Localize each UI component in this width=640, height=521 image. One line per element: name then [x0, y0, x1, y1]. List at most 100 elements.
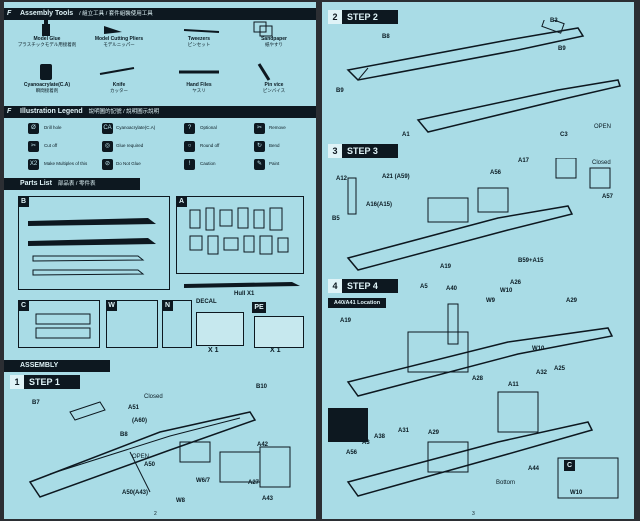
part-a51: A51 [128, 405, 140, 411]
step-4-diagram [328, 303, 619, 499]
part-a12: A12 [336, 176, 348, 182]
part-a44: A44 [528, 466, 540, 472]
legend-title: Illustration Legend [20, 108, 83, 115]
part-b3: B3 [550, 18, 558, 24]
part-a29: A29 [566, 298, 578, 304]
step-4-label: STEP 4 [347, 281, 378, 291]
sprue-c-callout: C [564, 460, 575, 471]
part-a31: A31 [398, 428, 410, 434]
paint-icon: ✎ [254, 159, 265, 170]
optional-icon: ? [184, 123, 195, 134]
tool-cyanoacrylate: Cyanoacrylate(C.A)瞬間接着剤 [23, 82, 71, 93]
sprue-w-frame [106, 300, 158, 348]
sprue-a-parts [189, 207, 289, 255]
caution-icon: ! [184, 159, 195, 170]
legend-drill-hole: Drill hole [44, 125, 62, 130]
decal-sheet [196, 312, 244, 346]
sprue-n-frame [162, 300, 192, 348]
sprue-n-label: N [162, 300, 173, 311]
part-w10-c: W10 [570, 490, 583, 496]
part-c3: C3 [560, 132, 568, 138]
assembly-title: ASSEMBLY [20, 362, 59, 369]
part-b59-a15: B59+A15 [518, 258, 544, 264]
remove-icon: ✂ [254, 123, 265, 134]
part-a3: A3 [362, 440, 370, 446]
sprue-a-frame [176, 196, 304, 274]
sprue-c-frame [18, 300, 100, 348]
legend-glue-required: Glue required [116, 143, 144, 148]
sprue-b-label: B [18, 196, 29, 207]
legend-subtitle: 說明圖的記號 / 說明圖示說明 [88, 109, 160, 115]
brand-logo-icon: F [7, 10, 12, 17]
sprue-b-parts [28, 218, 156, 276]
part-b9-b: B9 [558, 46, 566, 52]
tool-illustrations [40, 20, 273, 81]
step-1-diagram [28, 401, 291, 498]
part-a29-step4: A29 [428, 430, 440, 436]
part-a56: A56 [490, 170, 502, 176]
brand-logo-icon: F [7, 108, 12, 115]
part-a57: A57 [602, 194, 614, 200]
hull-drawing [184, 282, 300, 288]
callout-open: OPEN [132, 454, 150, 460]
part-a26: A26 [510, 280, 522, 286]
assembly-tools-title: Assembly Tools [20, 10, 74, 17]
part-b5: B5 [332, 216, 340, 222]
part-w8: W8 [176, 498, 185, 504]
multiples-icon: X2 [28, 159, 39, 170]
round-off-icon: ○ [184, 141, 195, 152]
assembly-header: ASSEMBLY [4, 360, 110, 372]
hull-quantity: Hull X1 [234, 291, 255, 297]
callout-bottom: Bottom [496, 480, 516, 486]
part-a19-step4: A19 [340, 318, 352, 324]
legend-remove: Remove [269, 125, 286, 130]
part-a38: A38 [374, 434, 386, 440]
page-number-left: 2 [154, 511, 157, 517]
legend-do-not-glue: Do Not Glue [116, 161, 141, 166]
legend-cut-off: Cut off [44, 143, 58, 148]
part-b8-step2: B8 [382, 34, 390, 40]
decal-label: DECAL [196, 299, 217, 305]
part-a19: A19 [440, 264, 452, 270]
bend-icon: ↻ [254, 141, 265, 152]
part-w10-b: W10 [532, 346, 545, 352]
callout-open-step3: OPEN [594, 124, 612, 130]
legend-optional: Optional [200, 125, 217, 130]
legend-round-off: Round off [200, 143, 220, 148]
step-2-number: 2 [328, 10, 342, 24]
step-4-header: 4 STEP 4 [328, 279, 398, 293]
parts-list-header: Parts List 部品表 / 零件表 [4, 178, 140, 190]
part-w6-7: W6/7 [196, 478, 211, 484]
part-a16-a15: A16(A15) [366, 202, 393, 208]
sprue-w-label: W [106, 300, 117, 311]
decal-quantity: X 1 [208, 347, 219, 354]
pe-quantity: X 1 [270, 347, 281, 354]
parts-list-subtitle: 部品表 / 零件表 [57, 181, 96, 187]
sprue-c-parts [35, 313, 91, 339]
part-a50: A50 [144, 462, 156, 468]
cyanoacrylate-icon: CA [102, 123, 113, 134]
drill-hole-icon: Ø [28, 123, 39, 134]
legend-bend: Bend [269, 143, 280, 148]
step-4-number: 4 [328, 279, 342, 293]
part-a17: A17 [518, 158, 530, 164]
part-a56-step4: A56 [346, 450, 358, 456]
part-b9-a: B9 [336, 88, 344, 94]
assembly-tools-header: F Assembly Tools / 組立工具 / 套件組裝使用工具 [4, 8, 316, 20]
step-2-diagram [346, 20, 621, 133]
part-w9: W9 [486, 298, 495, 304]
step-1-number: 1 [10, 375, 24, 389]
step-3-diagram [346, 158, 611, 271]
callout-closed: Closed [144, 394, 163, 400]
sprue-c-label: C [18, 300, 29, 311]
pe-label: PE [252, 302, 266, 313]
step-4-location-label: A40/A41 Location [328, 298, 386, 308]
